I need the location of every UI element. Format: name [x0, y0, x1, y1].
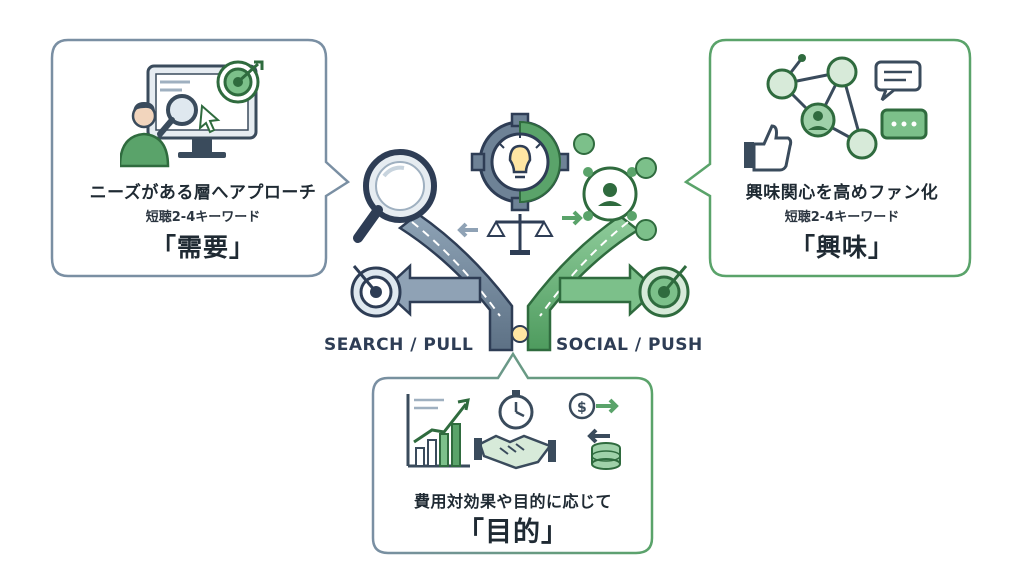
bottom-callout-title: 費用対効果や目的に応じて: [413, 492, 612, 511]
person-icon: [120, 102, 170, 168]
target-icon: [216, 60, 264, 104]
left-callout-keyword: 「需要」: [150, 233, 255, 262]
svg-text:$: $: [577, 400, 587, 416]
search-pull-label: SEARCH / PULL: [324, 335, 474, 355]
left-icon-cluster: [120, 60, 264, 168]
right-callout-box: 興味関心を高めファン化 短聴2-4キーワード 「興味」: [682, 38, 974, 278]
stopwatch-icon: [498, 390, 534, 430]
social-push-label: SOCIAL / PUSH: [556, 335, 703, 355]
bottom-callout-box: $ 費用対効果や目的に応じて 「目的」: [370, 350, 656, 556]
right-callout-frame: [683, 38, 972, 278]
lightbulb-icon: [511, 325, 529, 343]
left-callout-title: ニーズがある層へアプローチ: [89, 183, 317, 203]
push-road: [526, 214, 641, 352]
growth-chart-icon: [406, 394, 470, 468]
handshake-icon: [474, 434, 556, 470]
left-callout-subtitle: 短聴2-4キーワード: [145, 210, 261, 225]
magnifier-icon: [157, 94, 221, 137]
right-callout-subtitle: 短聴2-4キーワード: [784, 210, 900, 225]
network-icon: [766, 54, 878, 160]
center-diagram: [350, 112, 690, 352]
right-icon-cluster: [744, 54, 928, 172]
thumbs-up-icon: [744, 124, 793, 172]
bottom-icon-cluster: $: [406, 390, 621, 470]
right-callout-keyword: 「興味」: [789, 233, 894, 262]
chat-bubble-icon: [874, 60, 928, 140]
money-exchange-icon: $: [568, 392, 621, 470]
target-icon: [638, 265, 690, 318]
gear-bulb-icon: [470, 112, 570, 212]
left-callout-box: ニーズがある層へアプローチ 短聴2-4キーワード 「需要」: [50, 38, 356, 278]
right-callout-title: 興味関心を高めファン化: [745, 183, 939, 203]
magnifier-icon: [353, 149, 437, 243]
scale-icon: [457, 210, 583, 255]
bottom-callout-keyword: 「目的」: [457, 517, 569, 548]
social-network-icon: [573, 133, 657, 241]
pull-road: [397, 212, 514, 352]
target-icon: [350, 265, 402, 318]
